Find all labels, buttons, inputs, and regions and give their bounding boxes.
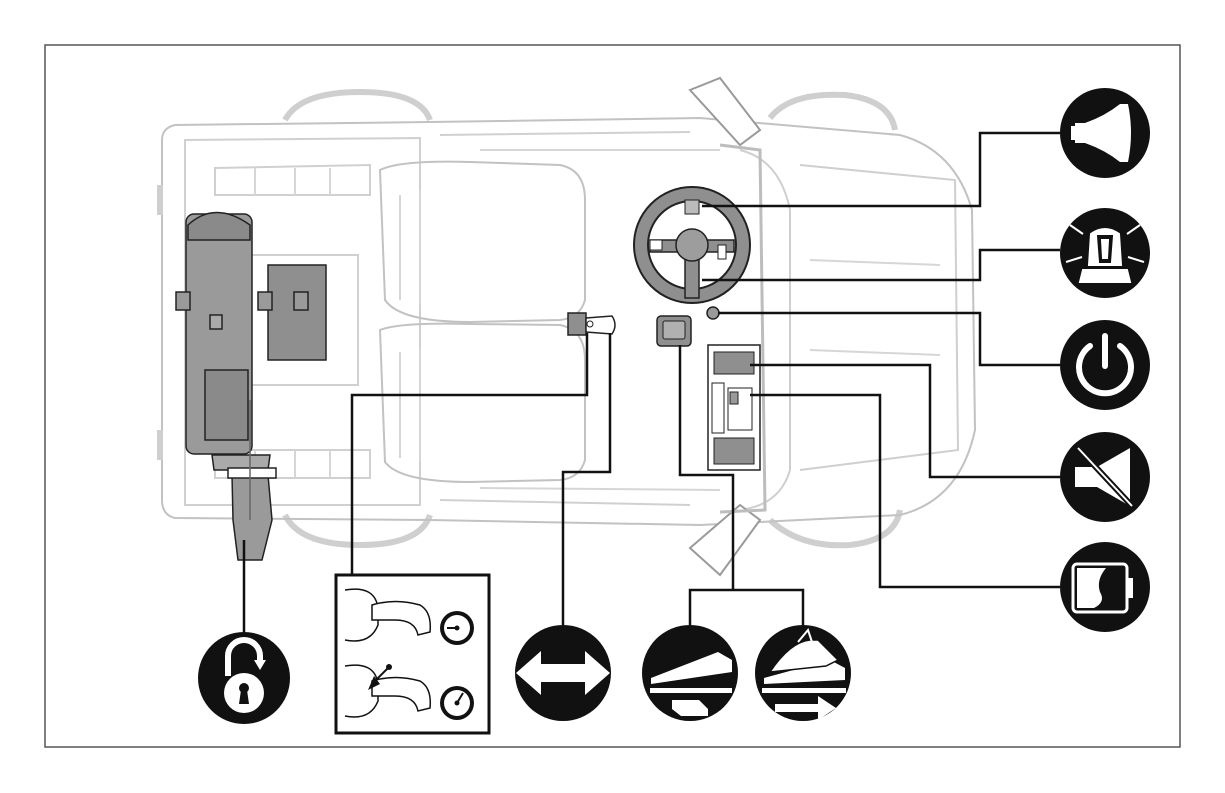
mute-badge [1060, 432, 1150, 522]
power-badge [1060, 320, 1150, 410]
seat-right [380, 324, 585, 482]
horn-badge [1060, 88, 1150, 178]
power-knob [707, 307, 719, 319]
battery-icon [1073, 564, 1133, 612]
line-lights [702, 250, 1060, 280]
seat-lock-handle [176, 213, 326, 561]
wheel-rear-left [285, 92, 430, 120]
line-battery [750, 395, 1060, 587]
brake-badge [642, 625, 738, 721]
battery-badge [1060, 542, 1150, 632]
line-horn [702, 133, 1060, 206]
steering-wheel [634, 187, 750, 303]
lights-badge [1060, 208, 1150, 298]
mirror-top [690, 78, 760, 145]
line-power [718, 313, 1060, 365]
seat-left [380, 162, 585, 322]
accelerator-badge [755, 625, 851, 721]
seat-lock-badge [198, 632, 290, 724]
mirror-bottom [690, 505, 760, 575]
gear-shifter [568, 313, 615, 335]
line-mute [750, 365, 1060, 477]
line-speed-lock [352, 333, 587, 575]
shifter-badge [515, 625, 611, 721]
line-pedals-split [690, 590, 803, 625]
speed-lock-panel [336, 575, 489, 733]
